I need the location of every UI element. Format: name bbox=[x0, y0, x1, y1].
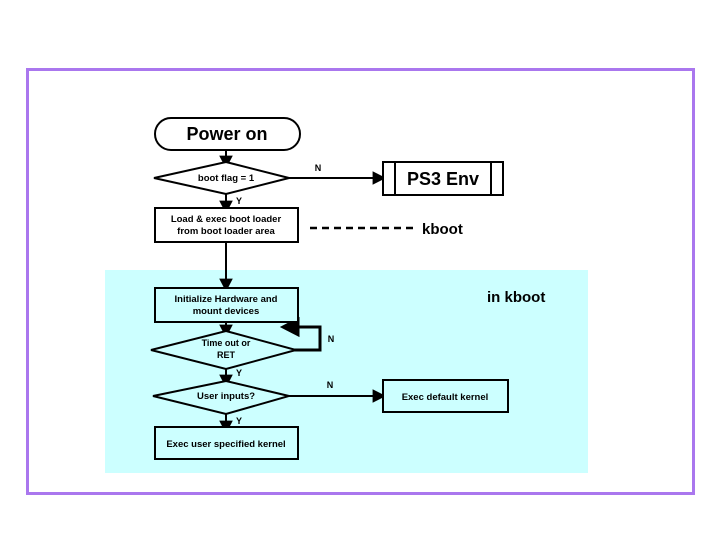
branch-label-y-userinputs: Y bbox=[236, 416, 242, 426]
ps3-env-label: PS3 Env bbox=[407, 169, 479, 189]
edge-timeout-loopback-n bbox=[279, 316, 322, 352]
node-exec-default-kernel[interactable]: Exec default kernel bbox=[382, 379, 509, 413]
power-on-shape bbox=[154, 117, 301, 151]
load-exec-shape bbox=[154, 207, 299, 243]
boot-flag-label: boot flag = 1 bbox=[198, 173, 255, 184]
branch-label-y-bootflag: Y bbox=[236, 196, 242, 206]
node-user-inputs[interactable]: User inputs? bbox=[152, 379, 293, 416]
timeout-label-line2: RET bbox=[217, 350, 236, 360]
initialize-hardware-label-line2: mount devices bbox=[193, 306, 260, 317]
initialize-hardware-label-line1: Initialize Hardware and bbox=[175, 294, 278, 305]
exec-user-kernel-label: Exec user specified kernel bbox=[166, 439, 285, 450]
user-inputs-shape bbox=[152, 379, 293, 416]
load-exec-label-line1: Load & exec boot loader bbox=[171, 214, 282, 225]
exec-user-kernel-shape bbox=[154, 426, 299, 460]
load-exec-label-line2: from boot loader area bbox=[177, 226, 275, 237]
branch-label-y-timeout: Y bbox=[236, 368, 242, 378]
node-power-on[interactable]: Power on bbox=[154, 117, 301, 151]
slide-border-frame bbox=[26, 68, 695, 495]
user-inputs-label: User inputs? bbox=[197, 391, 255, 402]
branch-label-n-bootflag: N bbox=[315, 163, 322, 173]
exec-default-kernel-label: Exec default kernel bbox=[402, 392, 489, 403]
initialize-hardware-shape bbox=[154, 287, 299, 323]
kboot-annotation-label: kboot bbox=[422, 221, 463, 238]
power-on-label: Power on bbox=[186, 124, 267, 144]
node-exec-user-specified-kernel[interactable]: Exec user specified kernel bbox=[154, 426, 299, 460]
ps3-env-shape bbox=[382, 161, 504, 196]
timeout-shape bbox=[150, 329, 300, 371]
node-initialize-hardware[interactable]: Initialize Hardware and mount devices bbox=[154, 287, 299, 323]
timeout-label-line1: Time out or bbox=[202, 338, 251, 348]
in-kboot-annotation-label: in kboot bbox=[487, 289, 545, 306]
exec-default-kernel-shape bbox=[382, 379, 509, 413]
node-boot-flag[interactable]: boot flag = 1 bbox=[153, 160, 290, 196]
node-load-exec-boot-loader[interactable]: Load & exec boot loader from boot loader… bbox=[154, 207, 299, 243]
branch-label-n-timeout: N bbox=[328, 334, 335, 344]
branch-label-n-userinputs: N bbox=[327, 380, 334, 390]
node-timeout-or-ret[interactable]: Time out or RET bbox=[150, 329, 300, 371]
node-ps3-env[interactable]: PS3 Env bbox=[382, 161, 504, 196]
boot-flag-shape bbox=[153, 160, 290, 196]
